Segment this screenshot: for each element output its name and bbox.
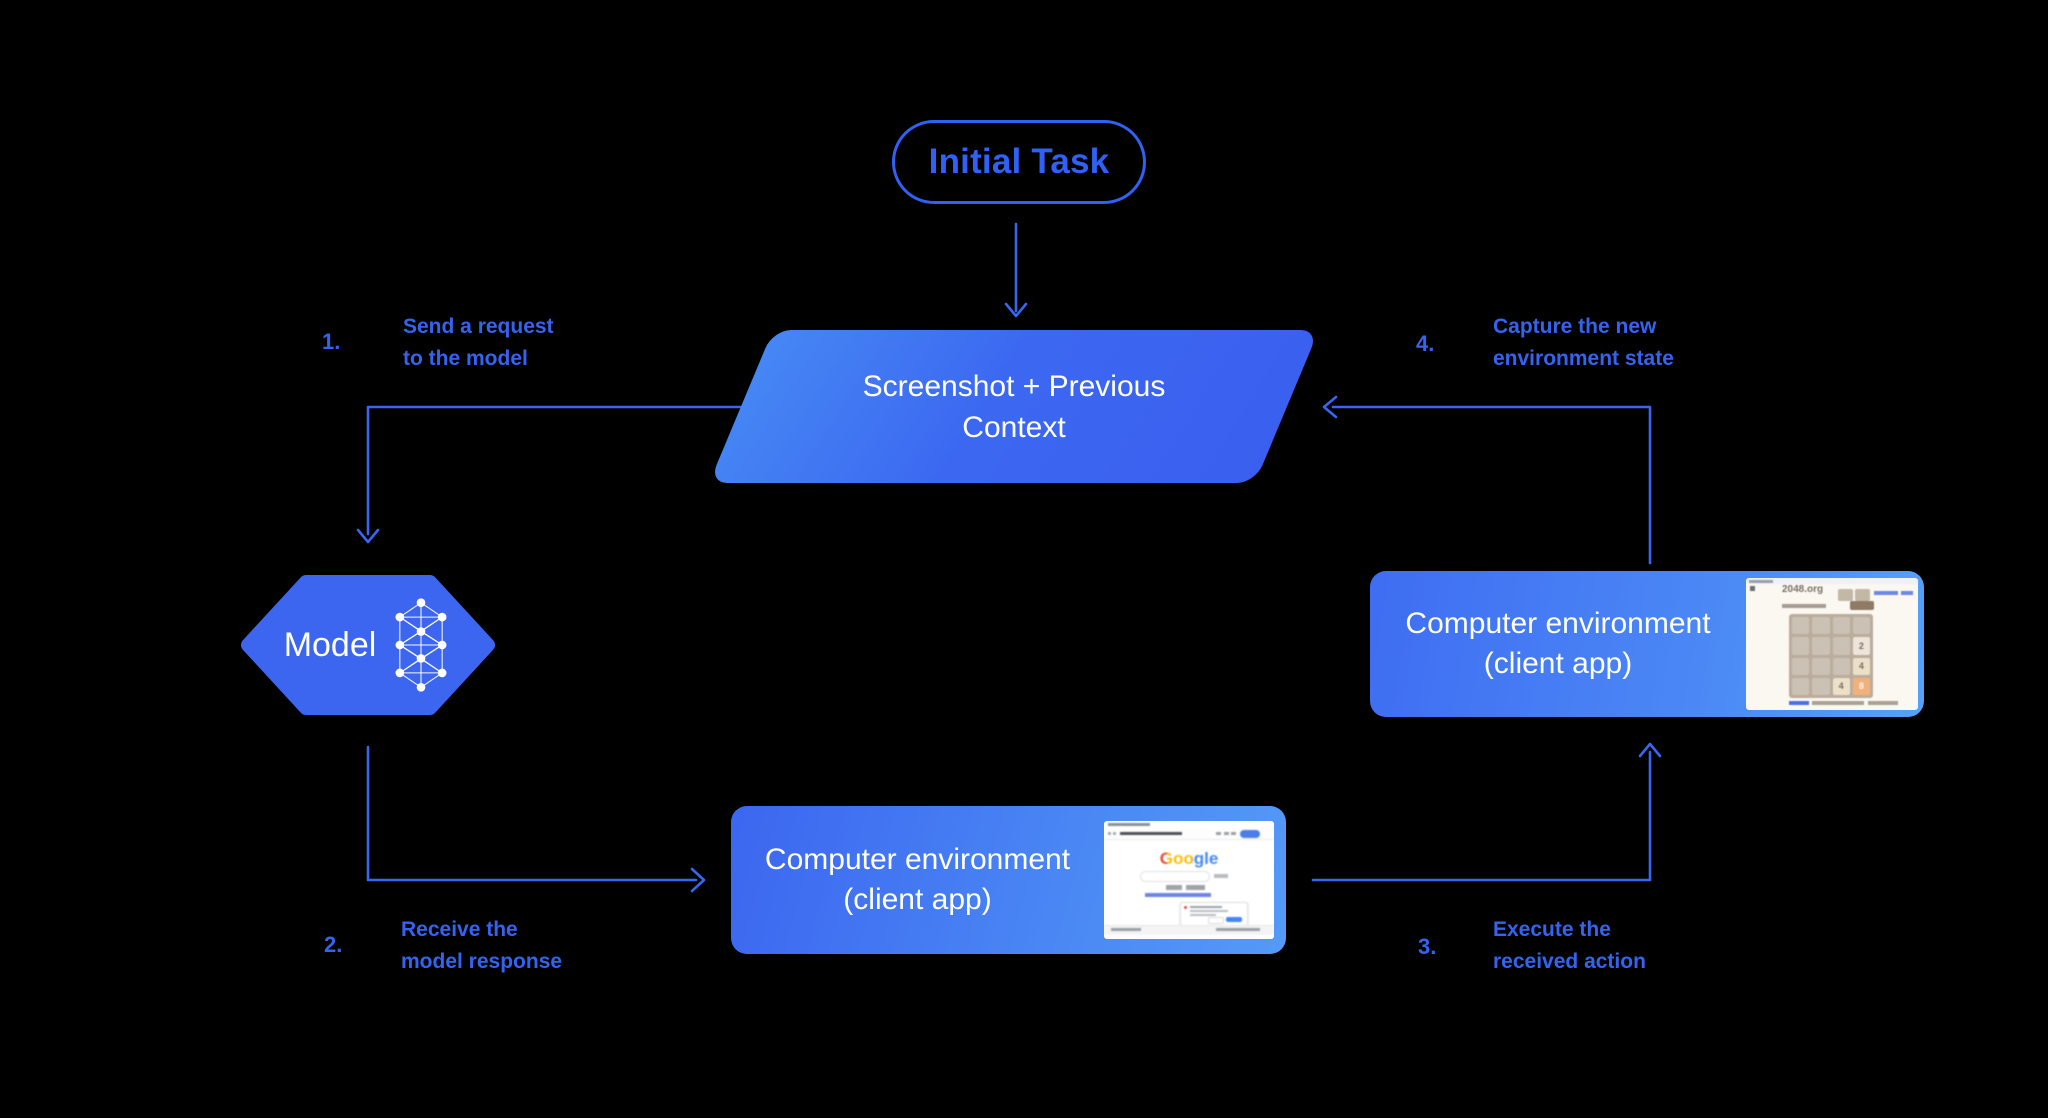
mini-toolbar-icon	[1216, 832, 1221, 835]
step-4-label: Capture the new environment state	[1493, 315, 1674, 370]
mini-footer-links	[1111, 928, 1141, 931]
arrow-env-right-to-context	[1322, 395, 1652, 565]
tile	[1812, 657, 1830, 675]
mini-nav-icon	[1108, 832, 1111, 835]
step-3-label: Execute the received action	[1493, 918, 1646, 973]
mini-signin-button	[1240, 830, 1260, 838]
mini-tab-text	[1108, 823, 1150, 826]
tile-8: 8	[1852, 677, 1870, 695]
mini-2048-title: 2048.org	[1782, 584, 1824, 595]
tile-2: 2	[1852, 637, 1870, 655]
mini-language-links	[1145, 893, 1211, 897]
screenshot-context-node: Screenshot + Previous Context	[708, 330, 1320, 483]
mini-dialog-primary-button	[1226, 917, 1242, 922]
mini-nav-icon	[1113, 832, 1116, 835]
initial-task-node: Initial Task	[892, 120, 1146, 204]
env-right-label: Computer environment	[1405, 607, 1711, 640]
screenshot-context-label: Screenshot + Previous Context	[862, 369, 1166, 444]
tile	[1792, 677, 1810, 695]
env-bottom-label: Computer environment	[764, 843, 1071, 876]
tile	[1812, 637, 1830, 655]
tile	[1852, 617, 1870, 635]
mini-google-logo: Google	[1104, 849, 1274, 869]
mini-gray-text	[1868, 701, 1898, 705]
mini-new-game-button	[1850, 601, 1874, 610]
mini-lucky-button	[1186, 885, 1205, 890]
game-2048-screenshot: 2048.org 2	[1746, 578, 1918, 710]
mini-address-bar	[1120, 832, 1182, 835]
neural-network-icon	[395, 598, 447, 692]
mini-link-text	[1874, 591, 1898, 595]
mini-footer-bar	[1104, 925, 1274, 935]
hexagon-shape	[241, 575, 495, 715]
mini-browser-toolbar	[1104, 828, 1274, 840]
mini-toolbar-icon	[1231, 832, 1236, 835]
mini-link-text	[1789, 701, 1809, 705]
model-node: Model	[238, 572, 498, 718]
mini-score-box	[1855, 589, 1870, 601]
mini-window-icon	[1750, 586, 1755, 591]
tile-4: 4	[1832, 677, 1850, 695]
step-3-number: 3.	[1418, 934, 1437, 959]
arrow-model-to-env-bottom	[366, 745, 706, 893]
mini-dialog-text	[1190, 906, 1222, 908]
mini-gray-text	[1812, 701, 1864, 705]
mini-dialog-secondary-button	[1208, 917, 1224, 924]
tile	[1832, 617, 1850, 635]
env-box-right: Computer environment (client app) 2048.o…	[1370, 571, 1924, 717]
mini-search-bar	[1140, 871, 1210, 882]
mini-subtitle-text	[1782, 604, 1826, 608]
mini-window-title	[1749, 580, 1773, 583]
mini-search-button	[1166, 885, 1182, 890]
step-2-number: 2.	[324, 932, 343, 957]
mini-dialog-text	[1190, 910, 1228, 912]
mini-dialog-icon	[1184, 906, 1187, 909]
arrow-context-to-model	[356, 405, 743, 544]
tile	[1792, 637, 1810, 655]
tile	[1792, 617, 1810, 635]
initial-task-label: Initial Task	[928, 142, 1110, 181]
mini-toolbar-icon	[1224, 832, 1229, 835]
mini-2048-grid: 2 4 4 8	[1789, 614, 1873, 698]
env-box-bottom: Computer environment (client app) Google	[731, 806, 1286, 954]
env-bottom-sublabel: (client app)	[843, 883, 992, 916]
step-1-label: Send a request to the model	[403, 315, 554, 370]
google-homepage-screenshot: Google	[1104, 821, 1274, 939]
mini-footer-links	[1216, 928, 1260, 931]
mini-dialog-text	[1190, 914, 1216, 916]
step-2-label: Receive the model response	[401, 918, 563, 973]
tile	[1832, 637, 1850, 655]
tile	[1812, 617, 1830, 635]
arrow-task-to-context	[1004, 222, 1028, 318]
step-1-number: 1.	[322, 329, 341, 354]
model-label: Model	[283, 625, 377, 664]
mini-gray-text	[1214, 874, 1228, 878]
step-4-number: 4.	[1416, 331, 1435, 356]
mini-window-bar	[1746, 578, 1918, 584]
arrow-env-bottom-to-env-right	[1311, 742, 1662, 882]
mini-score-box	[1838, 589, 1853, 601]
env-right-sublabel: (client app)	[1483, 647, 1633, 680]
mini-link-text	[1901, 591, 1913, 595]
tile	[1792, 657, 1810, 675]
tile	[1812, 677, 1830, 695]
tile	[1832, 657, 1850, 675]
tile-4: 4	[1852, 657, 1870, 675]
